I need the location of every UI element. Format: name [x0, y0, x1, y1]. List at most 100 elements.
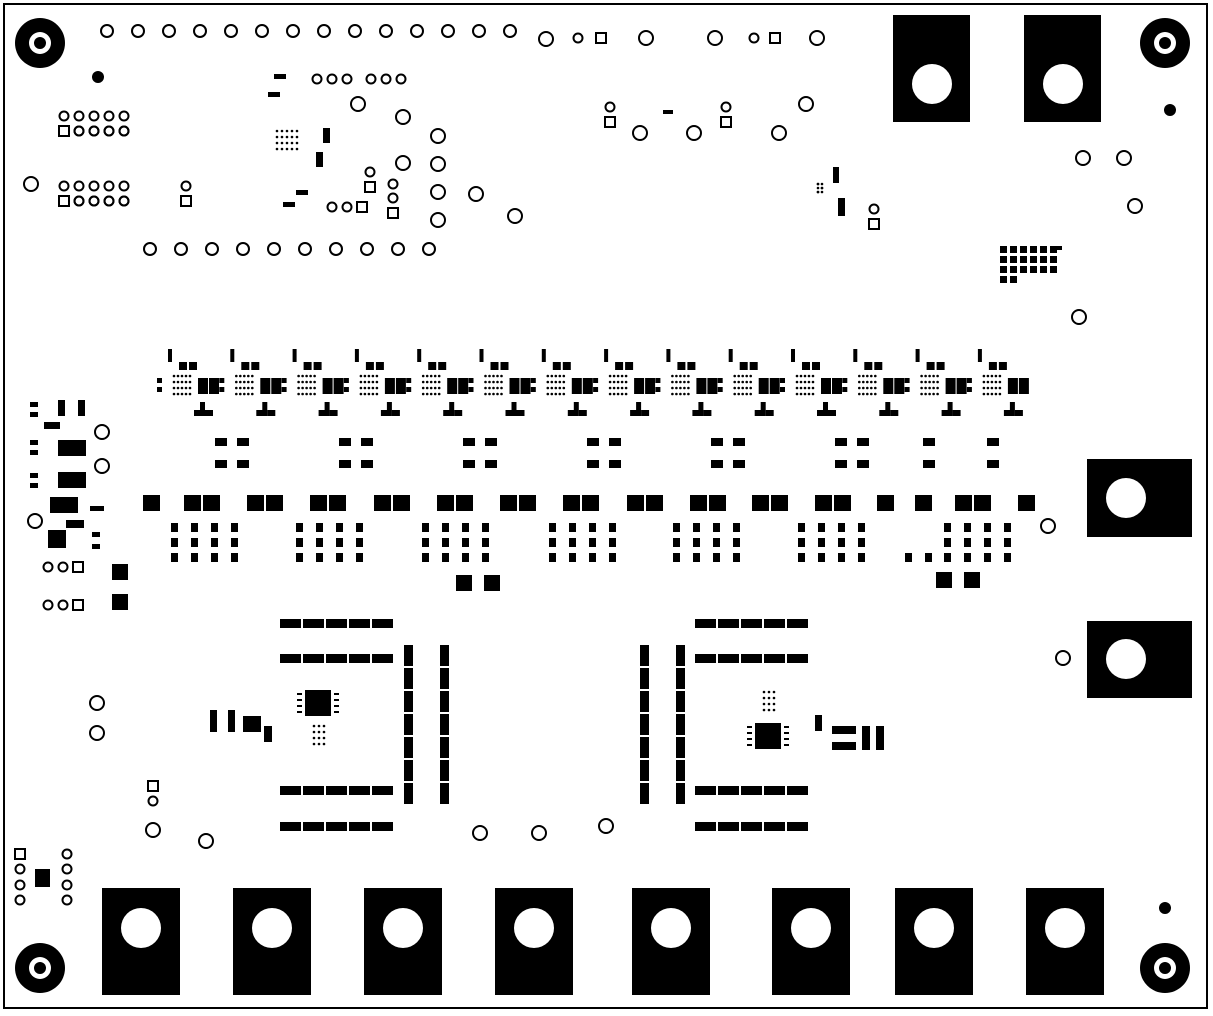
via: [608, 374, 612, 378]
smd-pad: [812, 362, 820, 370]
through-hole-pad: [180, 180, 192, 192]
smd-pad: [615, 362, 624, 370]
4.5: [58, 125, 70, 137]
smd-pad: [1010, 256, 1017, 263]
connector-pad: [404, 783, 413, 804]
via: [180, 374, 184, 378]
ic-body: [35, 869, 50, 887]
channel-marker: [853, 349, 858, 362]
through-hole-pad: [395, 109, 411, 125]
via: [820, 190, 824, 194]
via: [620, 380, 624, 384]
through-hole-pad: [88, 180, 100, 192]
via: [928, 392, 931, 396]
smd-pad: [1040, 266, 1047, 273]
through-hole-pad: [1116, 150, 1132, 166]
through-hole-pad: [88, 125, 100, 137]
smd-pad: [885, 402, 891, 416]
smd-pad: [462, 538, 469, 547]
channel-marker: [977, 349, 982, 362]
channel-marker: [230, 349, 235, 362]
via: [862, 386, 865, 390]
smd-pad: [713, 523, 720, 532]
through-hole-pad: [472, 24, 486, 38]
via: [371, 374, 375, 378]
smd-pad: [818, 538, 825, 547]
through-hole-pad: [348, 24, 362, 38]
via: [313, 374, 316, 378]
smd-pad: [1030, 246, 1037, 253]
via: [982, 374, 986, 378]
via: [998, 386, 1002, 390]
via: [816, 190, 820, 194]
via: [176, 374, 180, 378]
terminal-hole: [1043, 64, 1083, 104]
via: [313, 392, 316, 396]
via: [920, 386, 923, 390]
connector-pad: [787, 786, 808, 795]
via: [184, 380, 188, 384]
via: [683, 380, 686, 384]
via: [176, 380, 180, 384]
via: [421, 380, 425, 384]
via: [986, 374, 990, 378]
transistor-pad: [945, 378, 956, 394]
bar-pad: [374, 495, 391, 511]
connector-pad: [695, 822, 716, 831]
smd-pad: [923, 438, 935, 446]
through-hole-pad: [27, 513, 43, 529]
via: [799, 374, 803, 378]
through-hole-pad: [94, 424, 110, 440]
through-hole-pad: [42, 561, 54, 573]
smd-pad: [241, 362, 250, 370]
through-hole-pad: [298, 242, 312, 256]
transistor-pad: [956, 378, 967, 394]
smd-pad: [823, 402, 828, 416]
via: [297, 392, 300, 396]
via: [371, 380, 375, 384]
via: [375, 374, 379, 378]
via: [285, 141, 289, 145]
via: [546, 386, 550, 390]
via: [803, 374, 807, 378]
smd-pad: [739, 362, 748, 370]
smd-pad: [862, 726, 870, 750]
smd-pad: [857, 438, 869, 446]
via: [624, 380, 628, 384]
via: [870, 392, 873, 396]
via: [675, 386, 678, 390]
via: [251, 386, 254, 390]
smd-pad: [313, 362, 322, 370]
via: [679, 392, 682, 396]
via: [322, 724, 326, 728]
transistor-pad: [1018, 378, 1029, 394]
connector-pad: [718, 786, 739, 795]
via: [433, 374, 437, 378]
connector-pad: [764, 786, 785, 795]
via: [795, 386, 799, 390]
terminal-hole: [912, 64, 952, 104]
smd-pad: [329, 410, 338, 416]
via: [188, 380, 192, 384]
via: [301, 386, 304, 390]
bar-pad: [500, 495, 517, 511]
transistor-pad: [894, 378, 905, 394]
smd-pad: [296, 553, 303, 562]
via: [363, 380, 367, 384]
via: [749, 374, 752, 378]
via: [317, 736, 321, 740]
via: [762, 708, 766, 712]
via: [188, 374, 192, 378]
smd-pad: [988, 362, 997, 370]
connector-pad: [404, 714, 413, 735]
via: [687, 392, 690, 396]
via: [562, 374, 566, 378]
smd-pad: [449, 402, 455, 416]
smd-pad: [1040, 256, 1047, 263]
smd-pad: [711, 438, 723, 446]
connector-pad: [787, 654, 808, 663]
smd-pad: [693, 523, 700, 532]
via: [312, 736, 316, 740]
via: [928, 380, 931, 384]
channel-marker: [168, 349, 172, 362]
